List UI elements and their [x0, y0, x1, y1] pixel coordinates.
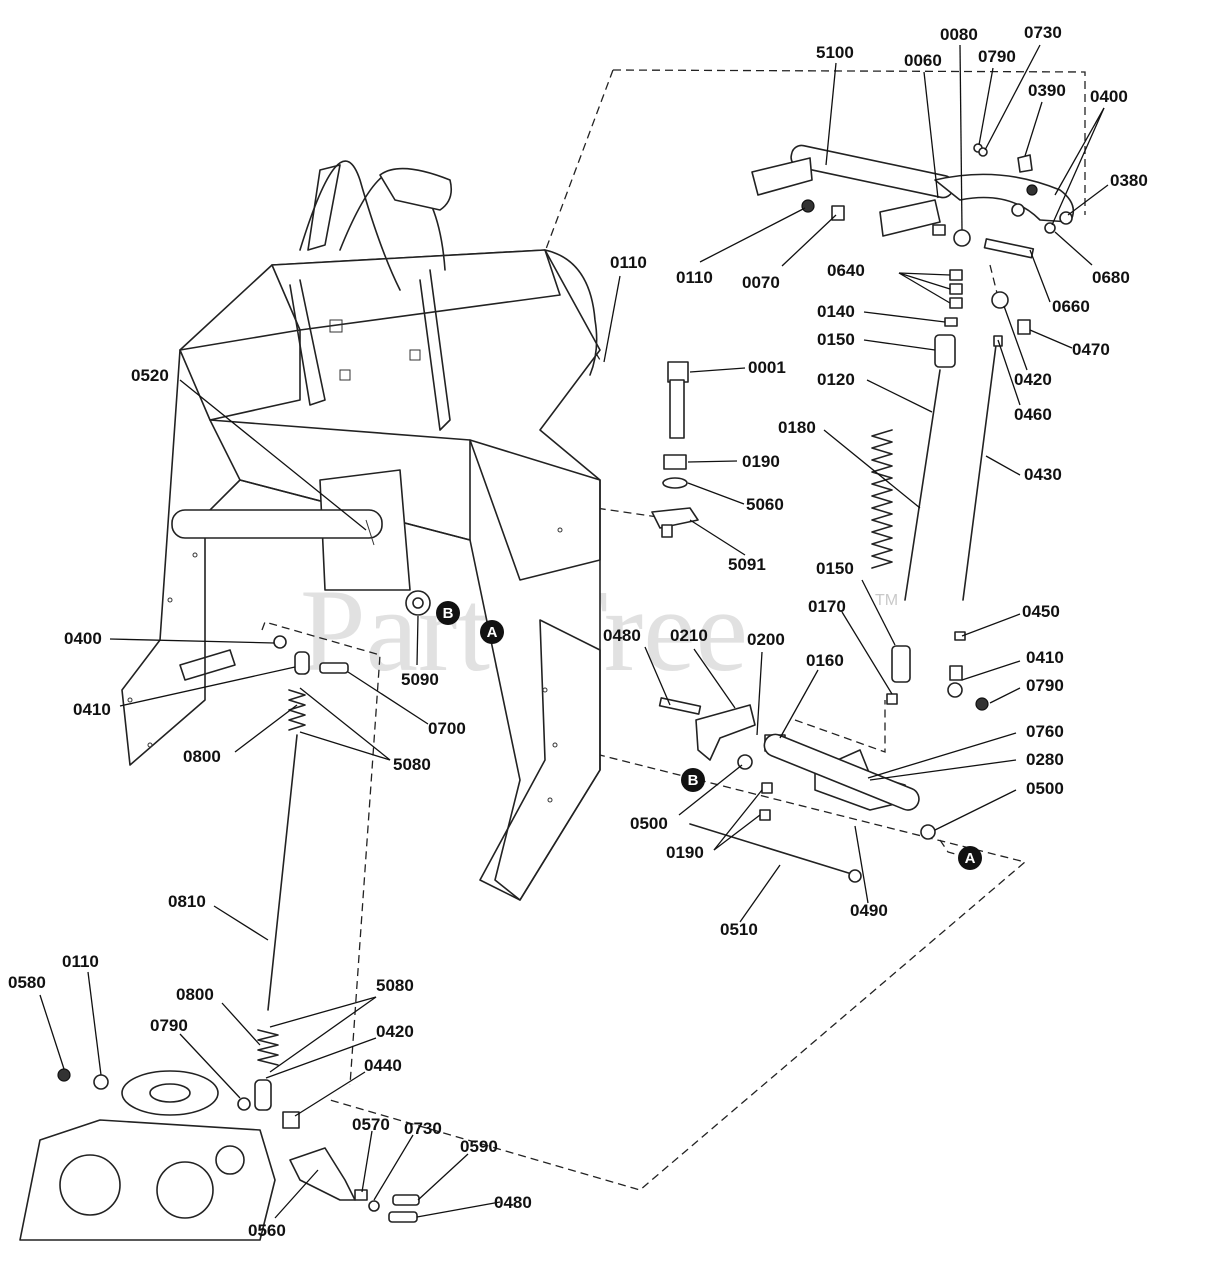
label-0470: 0470 [1072, 340, 1110, 359]
label-0420: 0420 [376, 1022, 414, 1041]
label-0590: 0590 [460, 1137, 498, 1156]
label-0170: 0170 [808, 597, 846, 616]
label-0560: 0560 [248, 1221, 286, 1240]
svg-text:A: A [487, 624, 498, 641]
label-5090: 5090 [401, 670, 439, 689]
label-0660: 0660 [1052, 297, 1090, 316]
callout-a-left: A [480, 620, 504, 644]
svg-text:B: B [688, 772, 699, 789]
handle-frame [121, 160, 601, 901]
label-0430: 0430 [1024, 465, 1062, 484]
label-0480: 0480 [603, 626, 641, 645]
label-0440: 0440 [364, 1056, 402, 1075]
label-0790: 0790 [978, 47, 1016, 66]
label-0570: 0570 [352, 1115, 390, 1134]
label-0510: 0510 [720, 920, 758, 939]
label-0001: 0001 [748, 358, 786, 377]
label-0180: 0180 [778, 418, 816, 437]
label-0110: 0110 [676, 268, 713, 287]
label-0070: 0070 [742, 273, 780, 292]
callout-b-bottom: B [681, 768, 705, 792]
label-0490: 0490 [850, 901, 888, 920]
label-5100: 5100 [816, 43, 854, 62]
label-0790: 0790 [150, 1016, 188, 1035]
label-0480: 0480 [494, 1193, 532, 1212]
label-0150: 0150 [817, 330, 855, 349]
label-0150: 0150 [816, 559, 854, 578]
label-0790: 0790 [1026, 676, 1064, 695]
label-0400: 0400 [1090, 87, 1128, 106]
label-0280: 0280 [1026, 750, 1064, 769]
label-0110: 0110 [610, 253, 647, 272]
label-0640: 0640 [827, 261, 865, 280]
label-0730: 0730 [1024, 23, 1062, 42]
callout-a-right: A [958, 846, 982, 870]
label-0450: 0450 [1022, 602, 1060, 621]
label-0700: 0700 [428, 719, 466, 738]
label-0500: 0500 [1026, 779, 1064, 798]
label-0200: 0200 [747, 630, 785, 649]
leader-lines [39, 44, 1109, 1219]
label-0460: 0460 [1014, 405, 1052, 424]
label-0380: 0380 [1110, 171, 1148, 190]
label-0800: 0800 [183, 747, 221, 766]
label-0160: 0160 [806, 651, 844, 670]
label-5080: 5080 [393, 755, 431, 774]
label-0190: 0190 [742, 452, 780, 471]
label-0520: 0520 [131, 366, 169, 385]
label-0140: 0140 [817, 302, 855, 321]
svg-text:A: A [965, 850, 976, 867]
label-0390: 0390 [1028, 81, 1066, 100]
label-0580: 0580 [8, 973, 46, 992]
label-0410: 0410 [73, 700, 111, 719]
label-0730: 0730 [404, 1119, 442, 1138]
label-0060: 0060 [904, 51, 942, 70]
label-0080: 0080 [940, 25, 978, 44]
svg-text:B: B [443, 605, 454, 622]
label-0800: 0800 [176, 985, 214, 1004]
label-0400: 0400 [64, 629, 102, 648]
label-0500: 0500 [630, 814, 668, 833]
label-0190: 0190 [666, 843, 704, 862]
label-0420: 0420 [1014, 370, 1052, 389]
label-0810: 0810 [168, 892, 206, 911]
label-0210: 0210 [670, 626, 708, 645]
label-0680: 0680 [1092, 268, 1130, 287]
label-0410: 0410 [1026, 648, 1064, 667]
label-5091: 5091 [728, 555, 766, 574]
label-0760: 0760 [1026, 722, 1064, 741]
label-5080: 5080 [376, 976, 414, 995]
label-5060: 5060 [746, 495, 784, 514]
label-0120: 0120 [817, 370, 855, 389]
watermark-tm: TM [875, 592, 898, 609]
label-0110: 0110 [62, 952, 99, 971]
part-labels: 5100 0080 0730 0060 0790 0390 0400 0380 … [8, 23, 1148, 1240]
callout-b-top: B [436, 601, 460, 625]
